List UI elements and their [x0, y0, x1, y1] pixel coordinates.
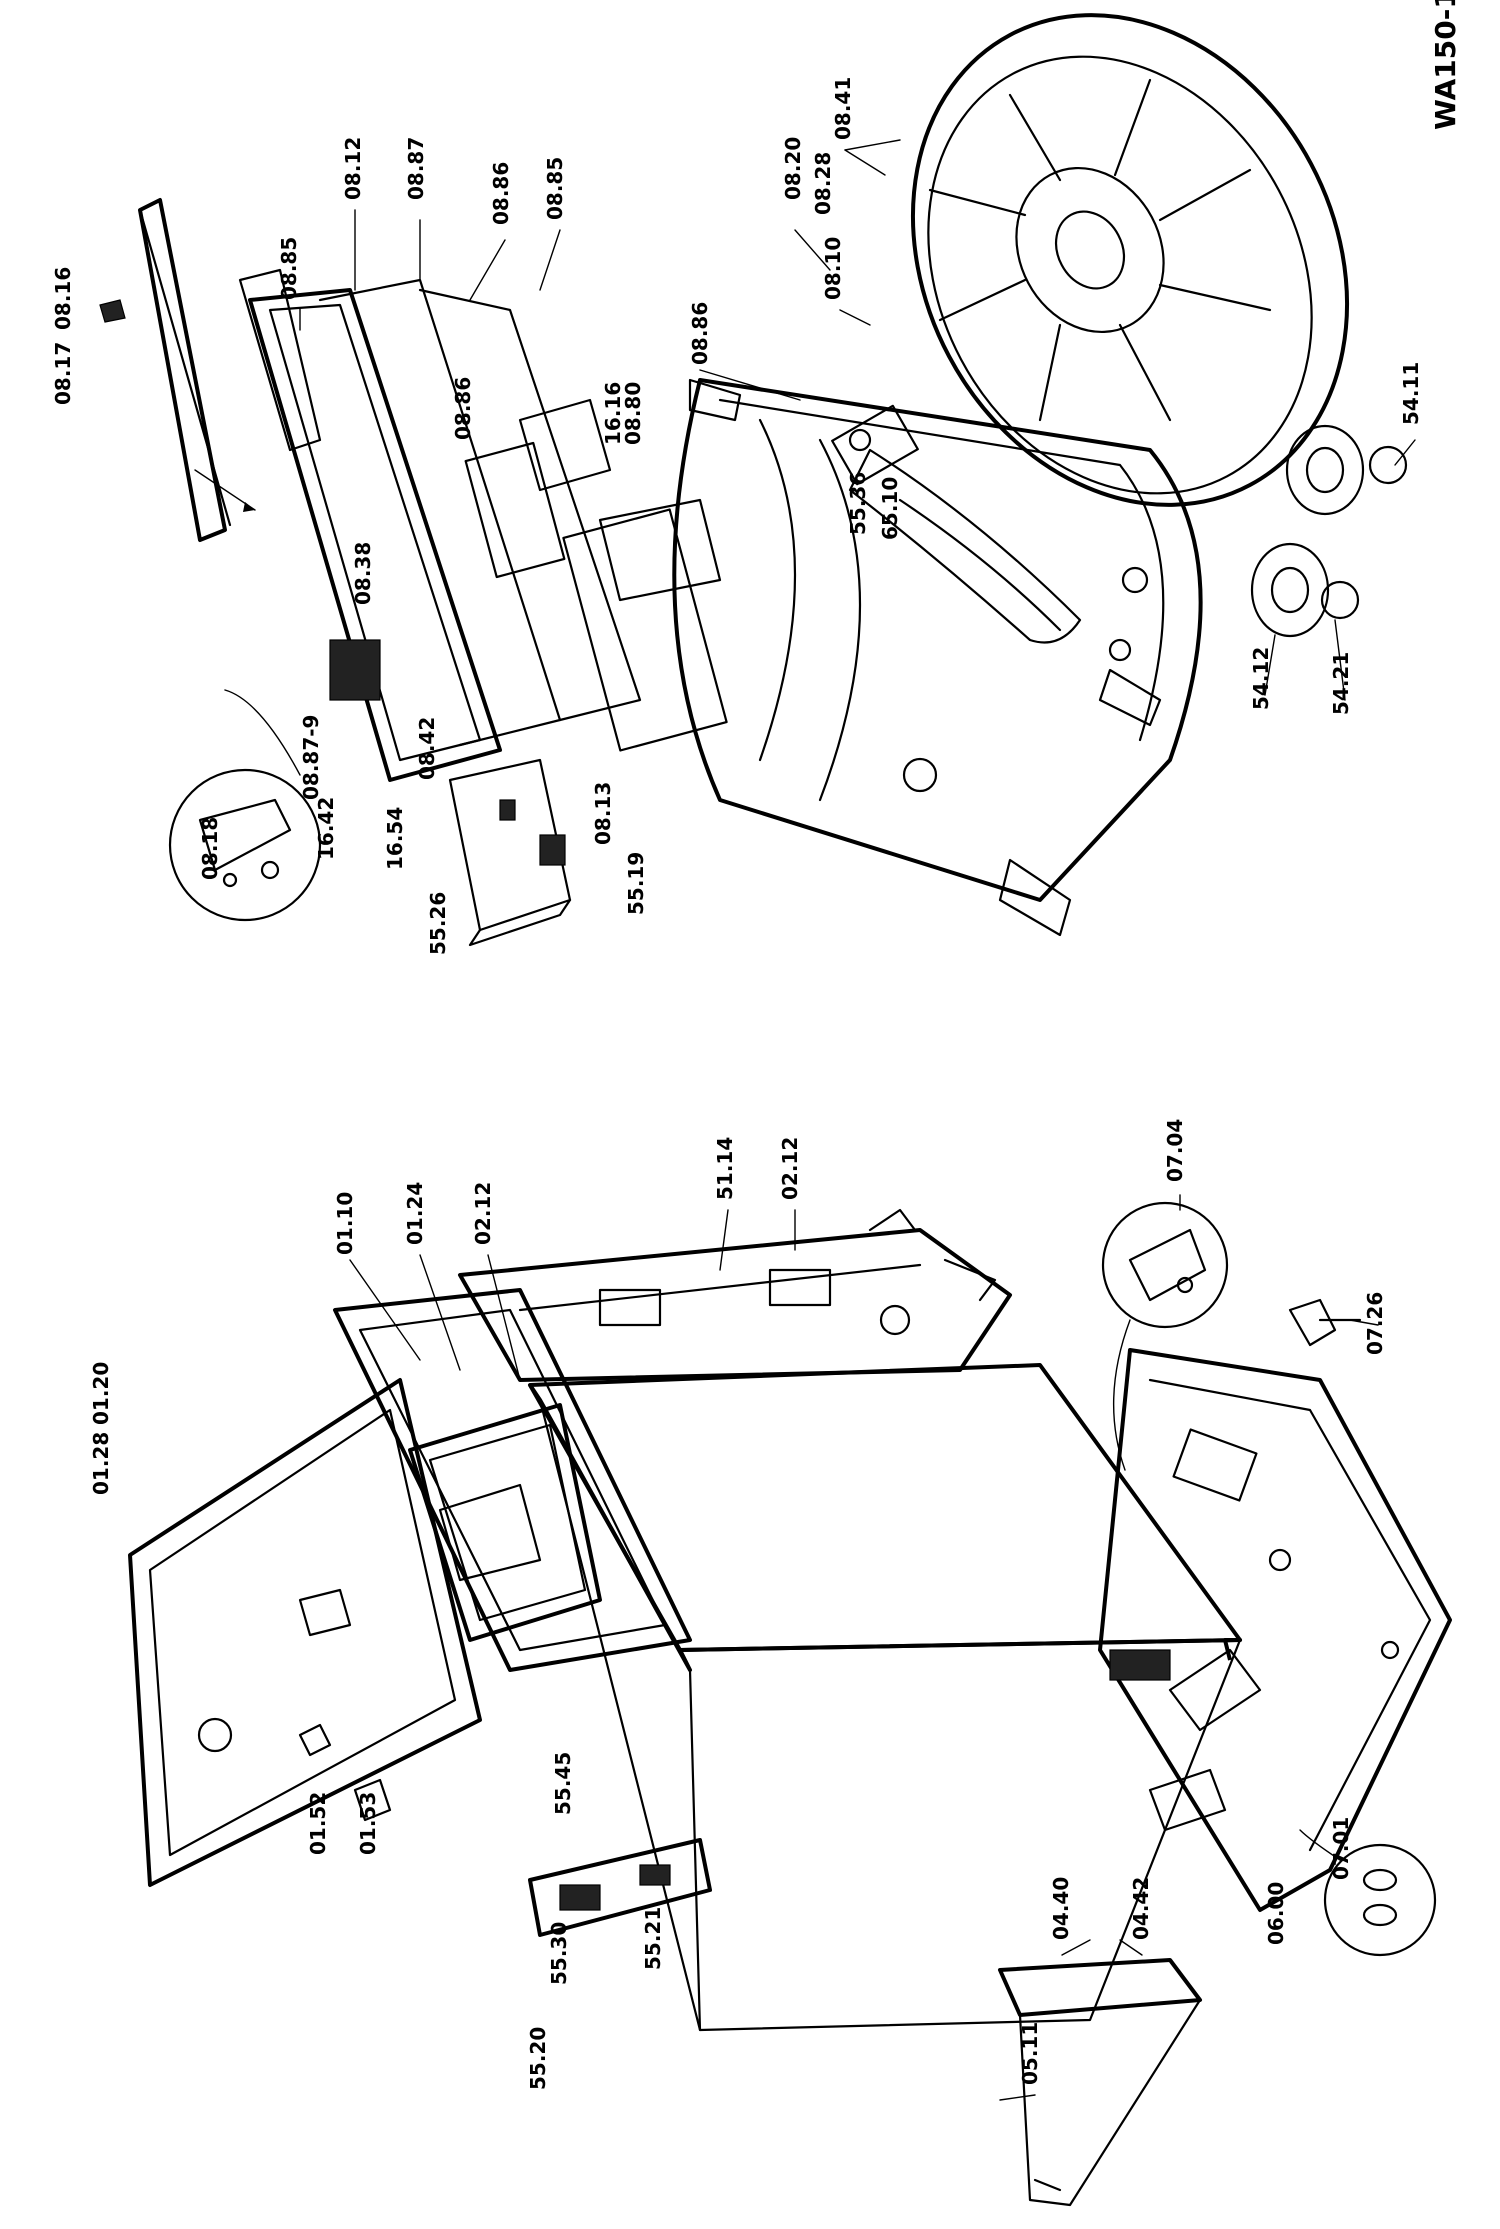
part-label: 08.86	[451, 377, 475, 440]
part-label: 08.85	[277, 237, 301, 300]
loose-parts	[298, 1723, 392, 1822]
part-label: 07.04	[1163, 1119, 1187, 1182]
part-label: 02.12	[471, 1182, 495, 1245]
part-label: 08.38	[351, 542, 375, 605]
part-label: 55.21	[641, 1907, 665, 1970]
part-label: 55.20	[526, 2027, 550, 2090]
part-label: 01.28	[89, 1432, 113, 1495]
part-label: 08.28	[811, 152, 835, 215]
part-label: 08.18	[198, 817, 222, 880]
part-label: 02.12	[778, 1137, 802, 1200]
part-label: 01.10	[333, 1192, 357, 1255]
part-label: 55.19	[624, 852, 648, 915]
part-label: 08.10	[821, 237, 845, 300]
part-label: 08.86	[688, 302, 712, 365]
part-label: 55.26	[426, 892, 450, 955]
part-label: 04.42	[1129, 1877, 1153, 1940]
part-label: 08.87	[404, 137, 428, 200]
part-label: 04.40	[1049, 1877, 1073, 1940]
leader-lines	[299, 139, 1416, 2101]
part-label: 05.11	[1018, 2022, 1042, 2085]
part-label: 08.20	[781, 137, 805, 200]
part-label: 08.13	[591, 782, 615, 845]
part-label: 01.24	[403, 1182, 427, 1245]
part-label: 65.10	[878, 477, 902, 540]
part-label: 08.85	[543, 157, 567, 220]
left-group-labels: 01.28 01.20 01.10 01.24 02.12 51.14 02.1…	[89, 1119, 1387, 2090]
part-label: 06.00	[1264, 1882, 1288, 1945]
right-group-labels: 08.17 08.16 08.85 08.12 08.87 08.86 08.8…	[51, 77, 1423, 955]
part-label: 16.42	[314, 797, 338, 860]
part-label: 01.20	[89, 1362, 113, 1425]
part-label: 08.17	[51, 342, 75, 405]
part-label: 16.54	[383, 807, 407, 870]
part-label: 08.16	[51, 267, 75, 330]
top-frame-assembly	[99, 198, 728, 782]
cabinet-assembly	[128, 1208, 1452, 2207]
part-label: 08.41	[831, 77, 855, 140]
part-label: 08.12	[341, 137, 365, 200]
part-label: 01.53	[356, 1792, 380, 1855]
part-label: 54.11	[1399, 362, 1423, 425]
detail-circle-07-01	[1299, 1829, 1437, 1957]
part-label: 51.14	[713, 1137, 737, 1200]
drum-tub-assembly	[672, 13, 1350, 937]
part-label: 07.01	[1329, 1817, 1353, 1880]
part-label: 08.86	[489, 162, 513, 225]
part-label: 08.80	[621, 382, 645, 445]
part-label: 55.36	[846, 472, 870, 535]
part-label: 16.16	[601, 382, 625, 445]
control-module	[448, 758, 572, 947]
reference-code: WA150-1	[1429, 0, 1462, 130]
reference-label: WA150-1	[1429, 0, 1462, 130]
part-label: 54.21	[1329, 652, 1353, 715]
part-label: 08.87-9	[299, 715, 323, 800]
arrow-head	[243, 502, 255, 512]
part-label: 54.12	[1249, 647, 1273, 710]
part-label: 55.30	[547, 1922, 571, 1985]
detail-circle-08-18	[168, 689, 322, 922]
bearing-hubs	[1250, 424, 1408, 638]
foot-07-26	[1288, 1298, 1362, 1347]
part-label: 01.52	[306, 1792, 330, 1855]
part-label: 08.42	[415, 717, 439, 780]
part-label: 55.45	[551, 1752, 575, 1815]
detail-circle-07-04	[1101, 1201, 1229, 1471]
